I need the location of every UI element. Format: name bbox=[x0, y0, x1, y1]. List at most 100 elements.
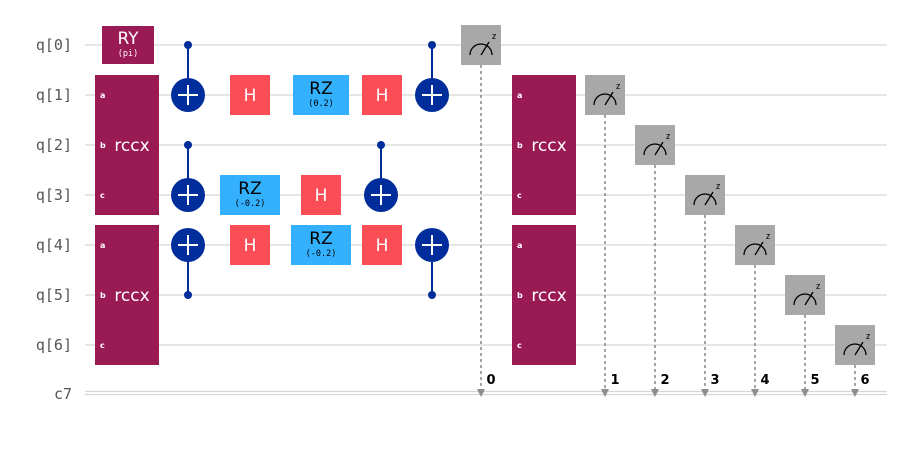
measure-arrow-head bbox=[851, 389, 859, 397]
meter-icon bbox=[793, 293, 817, 306]
rz-gate-label: RZ bbox=[309, 229, 332, 249]
rccx-pin-label: b bbox=[517, 291, 523, 300]
measure-basis-label: z bbox=[815, 282, 820, 292]
rccx-pin-label: c bbox=[100, 341, 105, 350]
rccx-pin-label: c bbox=[517, 191, 522, 200]
rccx-pin-label: c bbox=[100, 191, 105, 200]
rccx-pin-label: a bbox=[517, 241, 522, 250]
classical-bit-index: 1 bbox=[610, 373, 619, 388]
meter-icon bbox=[843, 343, 867, 356]
cnot-control-dot bbox=[428, 291, 436, 299]
qubit-label: q[0] bbox=[36, 36, 72, 54]
measure-basis-label: z bbox=[715, 182, 720, 192]
measure-gate bbox=[585, 75, 625, 115]
cnot-control-dot bbox=[184, 141, 192, 149]
qubit-label: q[4] bbox=[36, 236, 72, 254]
meter-icon bbox=[593, 93, 617, 106]
measure-gate bbox=[785, 275, 825, 315]
meter-icon bbox=[643, 143, 667, 156]
cnot-control-dot bbox=[184, 291, 192, 299]
measure-arrow-head bbox=[801, 389, 809, 397]
classical-bit-index: 0 bbox=[486, 373, 495, 388]
qubit-label: q[6] bbox=[36, 336, 72, 354]
h-gate-label: H bbox=[315, 186, 328, 206]
qubit-label: q[1] bbox=[36, 86, 72, 104]
meter-needle-icon bbox=[704, 191, 714, 206]
meter-needle-icon bbox=[480, 41, 490, 56]
meter-needle-icon bbox=[654, 141, 664, 156]
qubit-label: q[5] bbox=[36, 286, 72, 304]
meter-needle-icon bbox=[754, 241, 764, 256]
h-gate bbox=[362, 75, 402, 115]
rccx-pin-label: b bbox=[517, 141, 523, 150]
rccx-pin-label: b bbox=[100, 141, 106, 150]
measure-arrow-head bbox=[751, 389, 759, 397]
rz-gate bbox=[220, 175, 280, 215]
classical-bit-index: 6 bbox=[860, 373, 869, 388]
h-gate-label: H bbox=[376, 86, 389, 106]
ry-gate bbox=[102, 26, 154, 64]
rccx-gate bbox=[95, 225, 159, 365]
measure-basis-label: z bbox=[765, 232, 770, 242]
rz-gate bbox=[291, 225, 351, 265]
h-gate bbox=[230, 225, 270, 265]
measure-arrow-head bbox=[477, 389, 485, 397]
rz-gate-param: (-0.2) bbox=[235, 199, 266, 209]
measure-basis-label: z bbox=[865, 332, 870, 342]
qubit-label: q[3] bbox=[36, 186, 72, 204]
classical-bit-index: 4 bbox=[760, 373, 769, 388]
measure-gate bbox=[461, 25, 501, 65]
measure-basis-label: z bbox=[665, 132, 670, 142]
rccx-pin-label: a bbox=[100, 241, 105, 250]
measure-basis-label: z bbox=[491, 32, 496, 42]
h-gate bbox=[362, 225, 402, 265]
meter-needle-icon bbox=[804, 291, 814, 306]
cnot-control-dot bbox=[377, 141, 385, 149]
rccx-gate bbox=[512, 225, 576, 365]
meter-icon bbox=[743, 243, 767, 256]
rz-gate-label: RZ bbox=[309, 79, 332, 99]
classical-label: c7 bbox=[54, 385, 72, 403]
measure-gate bbox=[685, 175, 725, 215]
classical-bit-index: 5 bbox=[810, 373, 819, 388]
measure-arrow-head bbox=[651, 389, 659, 397]
h-gate bbox=[301, 175, 341, 215]
rccx-label: rccx bbox=[114, 136, 149, 156]
rccx-label: rccx bbox=[114, 286, 149, 306]
ry-gate-param: (pi) bbox=[118, 49, 138, 59]
measure-arrow-head bbox=[701, 389, 709, 397]
rccx-gate bbox=[512, 75, 576, 215]
cnot-control-dot bbox=[428, 41, 436, 49]
rccx-label: rccx bbox=[531, 136, 566, 156]
qubit-label: q[2] bbox=[36, 136, 72, 154]
rz-gate bbox=[293, 75, 349, 115]
rz-gate-param: (0.2) bbox=[308, 99, 334, 109]
rccx-gate bbox=[95, 75, 159, 215]
h-gate bbox=[230, 75, 270, 115]
meter-needle-icon bbox=[604, 91, 614, 106]
measure-gate bbox=[835, 325, 875, 365]
classical-bit-index: 2 bbox=[660, 373, 669, 388]
rccx-label: rccx bbox=[531, 286, 566, 306]
rz-gate-param: (-0.2) bbox=[306, 249, 337, 259]
ry-gate-label: RY bbox=[117, 29, 139, 49]
classical-bit-index: 3 bbox=[710, 373, 719, 388]
rccx-pin-label: c bbox=[517, 341, 522, 350]
h-gate-label: H bbox=[244, 86, 257, 106]
rccx-pin-label: a bbox=[100, 91, 105, 100]
measure-arrow-head bbox=[601, 389, 609, 397]
measure-gate bbox=[735, 225, 775, 265]
h-gate-label: H bbox=[244, 236, 257, 256]
rz-gate-label: RZ bbox=[238, 179, 261, 199]
h-gate-label: H bbox=[376, 236, 389, 256]
meter-icon bbox=[693, 193, 717, 206]
rccx-pin-label: a bbox=[517, 91, 522, 100]
measure-basis-label: z bbox=[615, 82, 620, 92]
cnot-control-dot bbox=[184, 41, 192, 49]
rccx-pin-label: b bbox=[100, 291, 106, 300]
meter-needle-icon bbox=[854, 341, 864, 356]
meter-icon bbox=[469, 43, 493, 56]
measure-gate bbox=[635, 125, 675, 165]
